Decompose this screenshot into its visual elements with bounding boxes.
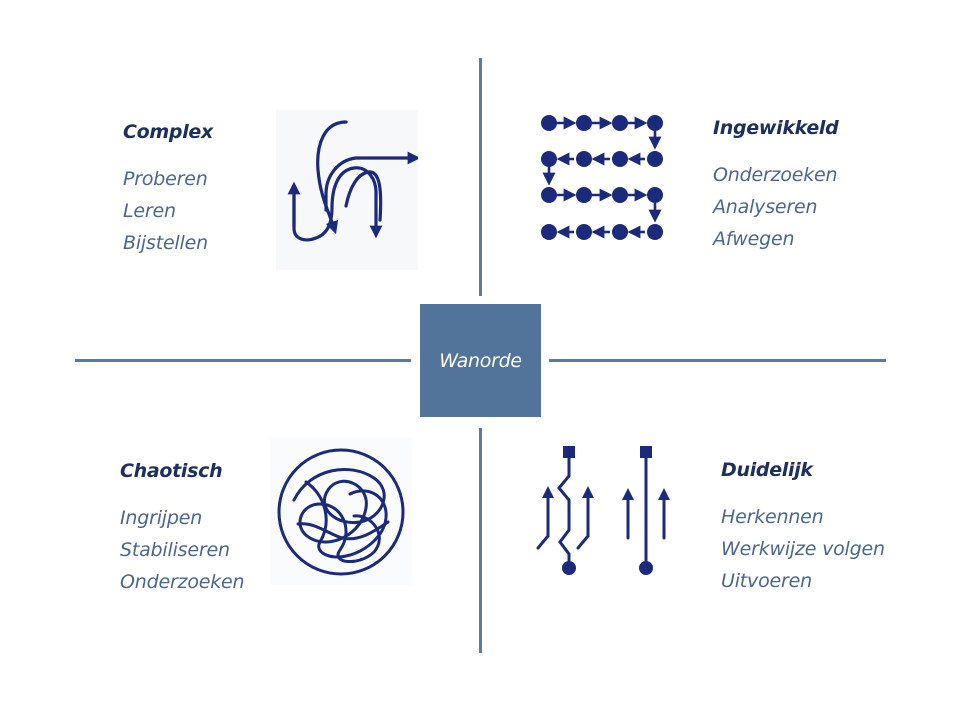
quadrant-ingewikkeld: Ingewikkeld Onderzoeken Analyseren Afweg…: [713, 117, 839, 255]
quadrant-step: Uitvoeren: [721, 570, 812, 592]
center-box-wanorde: Wanorde: [420, 304, 541, 417]
horizontal-axis-left: [75, 359, 411, 362]
quadrant-step: Analyseren: [713, 196, 818, 218]
quadrant-step: Stabiliseren: [120, 539, 230, 561]
quadrant-step: Werkwijze volgen: [721, 538, 885, 560]
quadrant-step: Bijstellen: [123, 232, 208, 254]
center-label: Wanorde: [439, 349, 522, 372]
vertical-axis-bottom: [479, 428, 482, 653]
quadrant-title: Ingewikkeld: [713, 117, 839, 139]
quadrant-title: Complex: [123, 121, 213, 143]
quadrant-step: Onderzoeken: [120, 571, 245, 593]
looping-arrows-icon: [276, 110, 421, 270]
quadrant-duidelijk: Duidelijk Herkennen Werkwijze volgen Uit…: [721, 459, 885, 597]
quadrant-step: Herkennen: [721, 506, 824, 528]
quadrant-step: Ingrijpen: [120, 507, 203, 529]
dot-grid-flow-icon: [535, 101, 671, 247]
quadrant-chaotisch: Chaotisch Ingrijpen Stabiliseren Onderzo…: [120, 460, 245, 598]
quadrant-title: Chaotisch: [120, 460, 223, 482]
tangled-circle-icon: [270, 438, 412, 585]
straight-paths-icon: [530, 438, 672, 588]
quadrant-complex: Complex Proberen Leren Bijstellen: [123, 121, 213, 259]
quadrant-step: Leren: [123, 200, 176, 222]
quadrant-step: Proberen: [123, 168, 208, 190]
quadrant-step: Afwegen: [713, 228, 795, 250]
vertical-axis-top: [479, 58, 482, 296]
horizontal-axis-right: [549, 359, 886, 362]
quadrant-title: Duidelijk: [721, 459, 813, 481]
quadrant-step: Onderzoeken: [713, 164, 838, 186]
